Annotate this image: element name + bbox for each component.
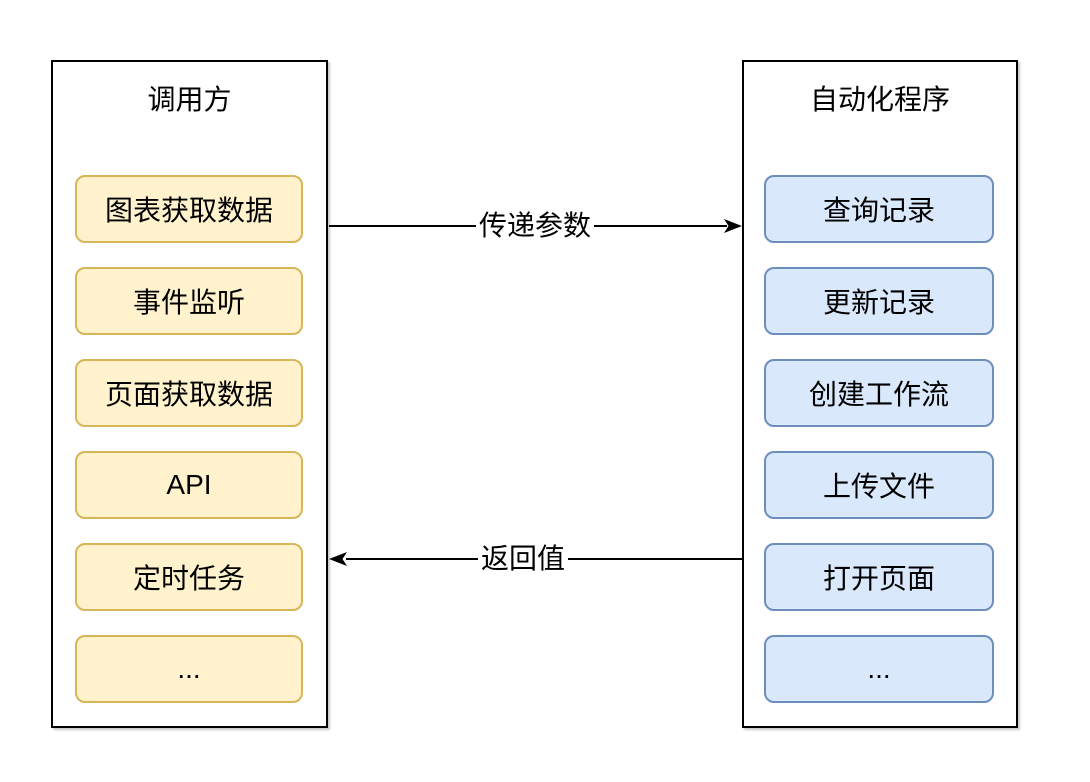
automation-node-ellipsis: ...	[764, 635, 994, 703]
caller-title: 调用方	[147, 84, 232, 115]
return-value-label: 返回值	[477, 542, 569, 576]
caller-node-ellipsis: ...	[75, 635, 303, 703]
automation-node-create-workflow: 创建工作流	[764, 359, 994, 427]
automation-title: 自动化程序	[809, 84, 950, 115]
caller-node-chart-get-data: 图表获取数据	[75, 175, 303, 243]
automation-node-update-records: 更新记录	[764, 267, 994, 335]
automation-node-query-records: 查询记录	[764, 175, 994, 243]
automation-node-open-page: 打开页面	[764, 543, 994, 611]
automation-node-upload-file: 上传文件	[764, 451, 994, 519]
caller-node-api: API	[75, 451, 303, 519]
automation-container: 自动化程序 查询记录 更新记录 创建工作流 上传文件 打开页面 ...	[742, 60, 1018, 728]
caller-container: 调用方 图表获取数据 事件监听 页面获取数据 API 定时任务 ...	[51, 60, 328, 728]
caller-node-page-get-data: 页面获取数据	[75, 359, 303, 427]
return-value-arrowhead-icon	[329, 552, 347, 566]
caller-node-scheduled-task: 定时任务	[75, 543, 303, 611]
caller-node-event-listen: 事件监听	[75, 267, 303, 335]
pass-parameters-label: 传递参数	[475, 209, 595, 243]
